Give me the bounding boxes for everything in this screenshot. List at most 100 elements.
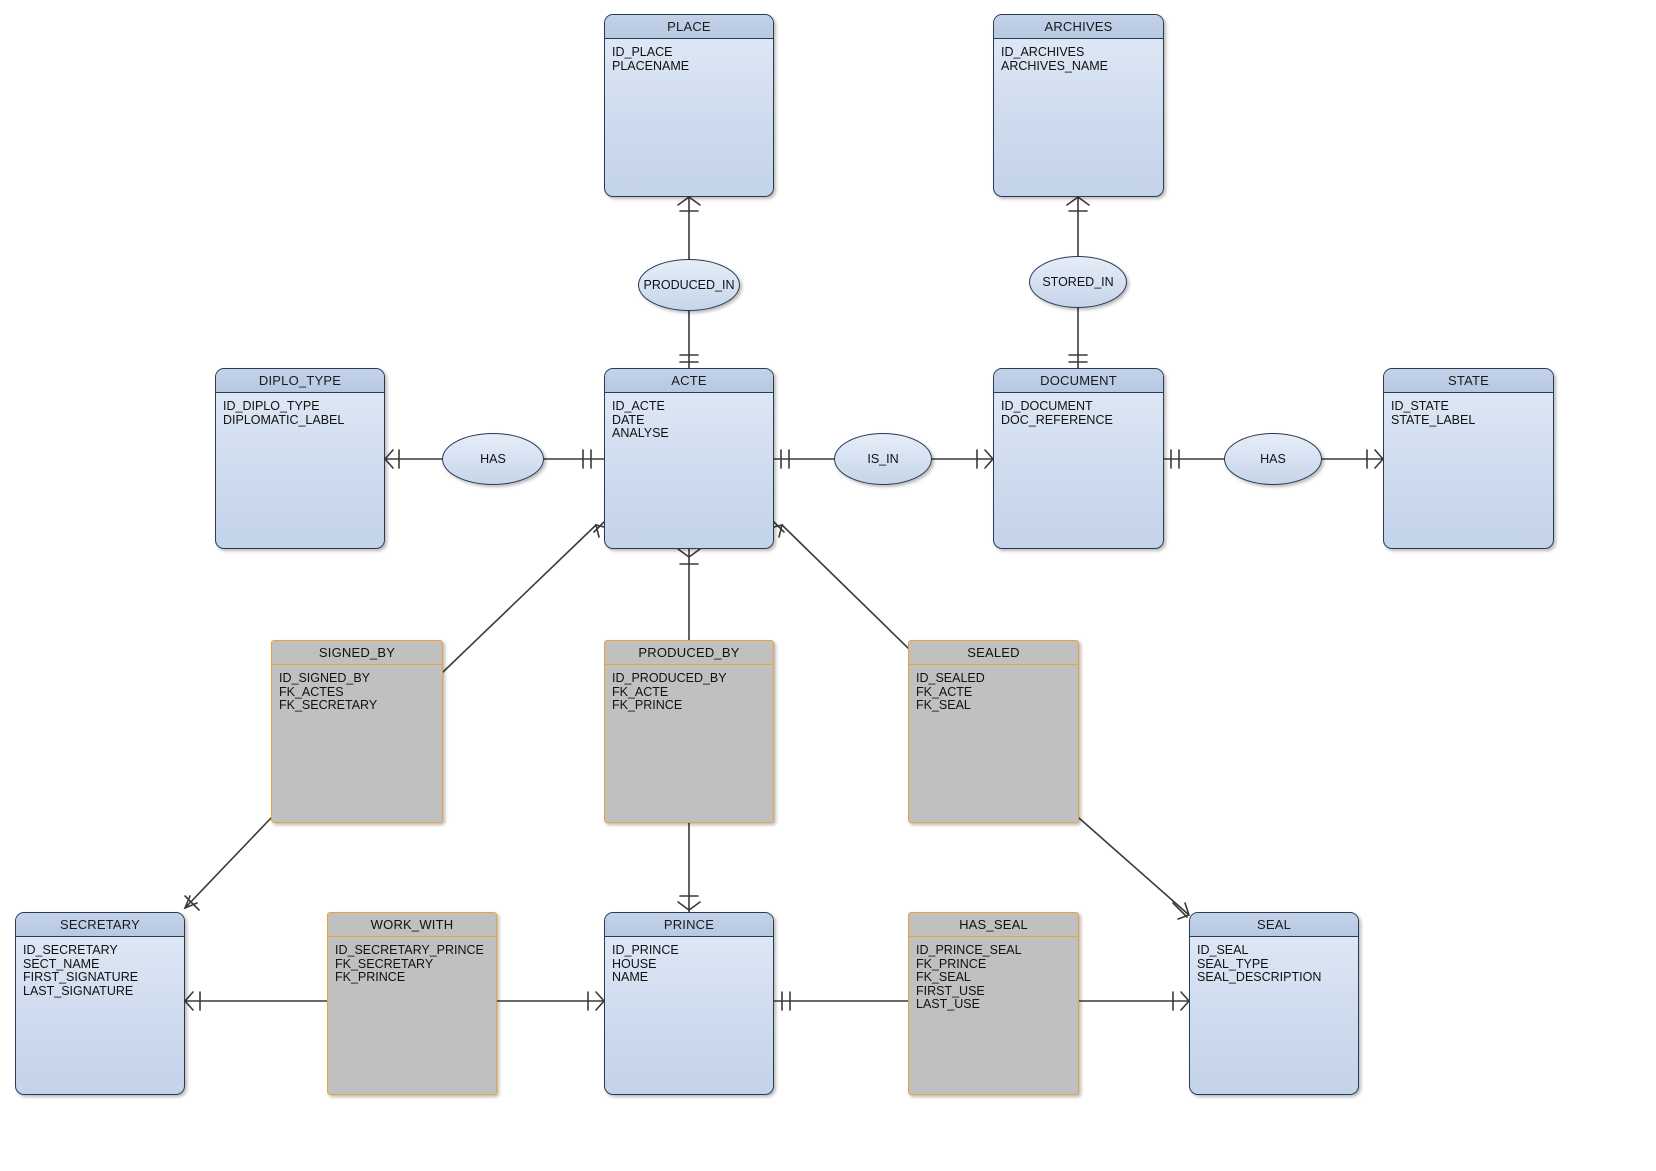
relationship-produced-in[interactable]: PRODUCED_IN	[638, 259, 740, 311]
entity-title: PRINCE	[605, 913, 773, 937]
relationship-has-state[interactable]: HAS	[1224, 433, 1322, 485]
attribute-row: HOUSE	[612, 956, 657, 971]
crowsfoot-secretary-right	[183, 991, 194, 1011]
attribute-row: FIRST_USE	[916, 983, 985, 998]
entity-title: SEALED	[909, 641, 1078, 665]
entity-title: PLACE	[605, 15, 773, 39]
attribute-row: ID_SECRETARY_PRINCE	[335, 943, 484, 957]
entity-title: PRODUCED_BY	[605, 641, 773, 665]
entity-title: DOCUMENT	[994, 369, 1163, 393]
edge-signed_by-secretary	[184, 817, 272, 909]
crowsfoot-secretary-top	[183, 895, 198, 910]
relationship-is-in[interactable]: IS_IN	[834, 433, 932, 485]
crowsfoot-archives	[1066, 196, 1090, 206]
entity-title: HAS_SEAL	[909, 913, 1078, 937]
attribute-row: FK_ACTE	[916, 684, 973, 699]
attribute-row: ID_PLACE	[612, 45, 673, 59]
entity-title: STATE	[1384, 369, 1553, 393]
attribute-row: ID_PRODUCED_BY	[612, 671, 727, 685]
attribute-row: FK_PRINCE	[612, 698, 683, 713]
attribute-row: ID_PRINCE_SEAL	[916, 943, 1022, 957]
attribute-row: ID_SECRETARY	[23, 943, 118, 957]
edge-acte-signed_by	[442, 524, 597, 673]
entity-title: SECRETARY	[16, 913, 184, 937]
attribute-row: ID_STATE	[1391, 399, 1449, 413]
edge-acte-sealed	[781, 524, 909, 649]
attribute-row: PLACENAME	[612, 58, 690, 73]
attribute-row: FK_SECRETARY	[279, 698, 378, 713]
attribute-row: FK_ACTE	[612, 684, 669, 699]
attribute-row: ID_ARCHIVES	[1001, 45, 1085, 59]
attribute-row: ID_DIPLO_TYPE	[223, 399, 320, 413]
crowsfoot-place	[677, 196, 701, 206]
tick-secretary-top	[184, 895, 200, 911]
attribute-row: ID_SEALED	[916, 671, 985, 685]
attribute-row: ID_ACTE	[612, 399, 665, 413]
relationship-stored-in[interactable]: STORED_IN	[1029, 256, 1127, 308]
attribute-row: FK_ACTES	[279, 684, 344, 699]
entity-title: SEAL	[1190, 913, 1358, 937]
attribute-row: ANALYSE	[612, 426, 669, 441]
attribute-row: FIRST_SIGNATURE	[23, 970, 139, 985]
edge-sealed-seal	[1078, 817, 1190, 916]
attribute-row: ID_SEAL	[1197, 943, 1249, 957]
entity-title: DIPLO_TYPE	[216, 369, 384, 393]
attribute-row: DIPLOMATIC_LABEL	[223, 412, 345, 427]
crowsfoot-prince-left	[595, 991, 606, 1011]
attribute-row: SEAL_TYPE	[1197, 956, 1269, 971]
attribute-row: FK_PRINCE	[335, 970, 406, 985]
attribute-row: DATE	[612, 412, 645, 427]
crowsfoot-seal-left	[1180, 991, 1191, 1011]
attribute-row: LAST_SIGNATURE	[23, 983, 134, 998]
attribute-row: ID_SIGNED_BY	[279, 671, 371, 685]
relationship-has-diplo-type[interactable]: HAS	[442, 433, 544, 485]
entity-title: ACTE	[605, 369, 773, 393]
attribute-row: ID_DOCUMENT	[1001, 399, 1093, 413]
entity-title: ARCHIVES	[994, 15, 1163, 39]
crowsfoot-seal-top	[1177, 902, 1191, 920]
relationship-label: HAS	[1260, 452, 1286, 466]
crowsfoot-acte-produced_by	[677, 548, 701, 558]
attribute-row: SEAL_DESCRIPTION	[1197, 970, 1322, 985]
attribute-row: ID_PRINCE	[612, 943, 679, 957]
crowsfoot-prince-top	[677, 901, 701, 911]
relationship-label: HAS	[480, 452, 506, 466]
entity-title: WORK_WITH	[328, 913, 496, 937]
attribute-row: SECT_NAME	[23, 956, 100, 971]
crowsfoot-diplo_type	[383, 449, 394, 469]
attribute-row: FK_SEAL	[916, 970, 971, 985]
attribute-row: STATE_LABEL	[1391, 412, 1476, 427]
attribute-row: DOC_REFERENCE	[1001, 412, 1113, 427]
attribute-row: FK_SEAL	[916, 698, 971, 713]
entity-title: SIGNED_BY	[272, 641, 442, 665]
relationship-label: IS_IN	[867, 452, 899, 466]
attribute-row: FK_SECRETARY	[335, 956, 434, 971]
tick-seal-top	[1172, 902, 1188, 918]
